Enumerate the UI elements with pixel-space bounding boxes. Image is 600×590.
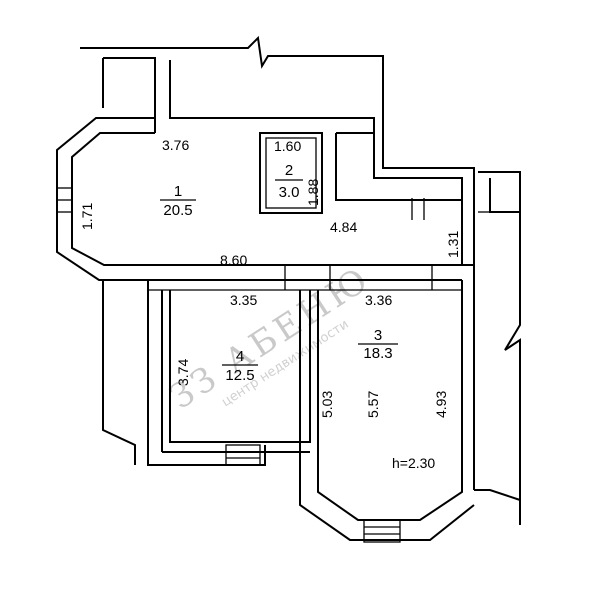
- walls: [56, 35, 521, 543]
- dim-3-36: 3.36: [365, 292, 392, 308]
- dim-5-03: 5.03: [319, 391, 335, 418]
- watermark: ЗЗ АБЕНЮ центр недвижимости: [163, 258, 378, 417]
- room-4-number: 4: [236, 348, 244, 365]
- dim-8-60: 8.60: [220, 252, 247, 268]
- room-1-number: 1: [174, 183, 182, 200]
- dimension-labels: 3.76 1.60 1.88 1.71 4.84 1.31 8.60 3.35 …: [79, 137, 461, 471]
- dim-1-60: 1.60: [274, 138, 301, 154]
- dim-1-71: 1.71: [79, 203, 95, 230]
- room-2-number: 2: [285, 162, 293, 179]
- room-3: 3 18.3: [358, 327, 398, 362]
- room-1-area: 20.5: [163, 202, 192, 219]
- room-4: 4 12.5: [222, 348, 258, 384]
- room-2: 2 3.0: [275, 162, 303, 201]
- ceiling-height: h=2.30: [392, 455, 435, 471]
- dim-4-84: 4.84: [330, 219, 357, 235]
- watermark-main: ЗЗ АБЕНЮ: [163, 258, 378, 417]
- room-3-number: 3: [374, 327, 382, 344]
- room-2-area: 3.0: [279, 184, 300, 201]
- dim-3-74: 3.74: [175, 359, 191, 386]
- dim-1-31: 1.31: [445, 231, 461, 258]
- room-4-area: 12.5: [225, 367, 254, 384]
- dim-4-93: 4.93: [433, 391, 449, 418]
- dim-1-88: 1.88: [305, 179, 321, 206]
- dim-5-57: 5.57: [365, 391, 381, 418]
- dim-3-76: 3.76: [162, 137, 189, 153]
- room-1: 1 20.5: [160, 183, 196, 219]
- dim-3-35: 3.35: [230, 292, 257, 308]
- room-3-area: 18.3: [363, 345, 392, 362]
